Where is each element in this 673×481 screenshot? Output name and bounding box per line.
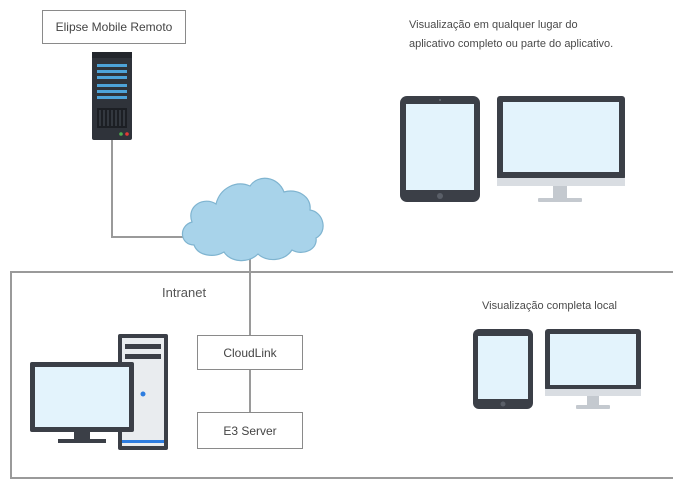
- e3server-node: E3 Server: [197, 412, 303, 449]
- remote-caption: Visualização em qualquer lugar do aplica…: [409, 17, 649, 52]
- remote-caption-line1: Visualização em qualquer lugar do: [409, 19, 578, 31]
- tablet-remote-icon: [400, 96, 480, 202]
- tablet-local-icon: [473, 329, 533, 409]
- connection-lines: [111, 140, 251, 413]
- monitor-remote-icon: [497, 96, 625, 202]
- rack-server-icon: [92, 52, 132, 140]
- remote-server-label-text: Elipse Mobile Remoto: [55, 20, 173, 34]
- remote-server-label: Elipse Mobile Remoto: [42, 10, 186, 44]
- intranet-label: Intranet: [162, 285, 207, 300]
- local-caption: Visualização completa local: [482, 300, 617, 312]
- cloudlink-node: CloudLink: [197, 335, 303, 370]
- remote-caption-line2: aplicativo completo ou parte do aplicati…: [409, 38, 614, 50]
- server-to-cloud-line: [111, 140, 188, 238]
- intranet-boundary: [10, 271, 673, 479]
- monitor-local-icon: [545, 329, 641, 409]
- desktop-monitor-icon: [30, 362, 134, 443]
- cloudlink-node-label: CloudLink: [223, 345, 277, 360]
- e3server-node-label: E3 Server: [223, 423, 277, 438]
- cloud-icon: [181, 177, 324, 262]
